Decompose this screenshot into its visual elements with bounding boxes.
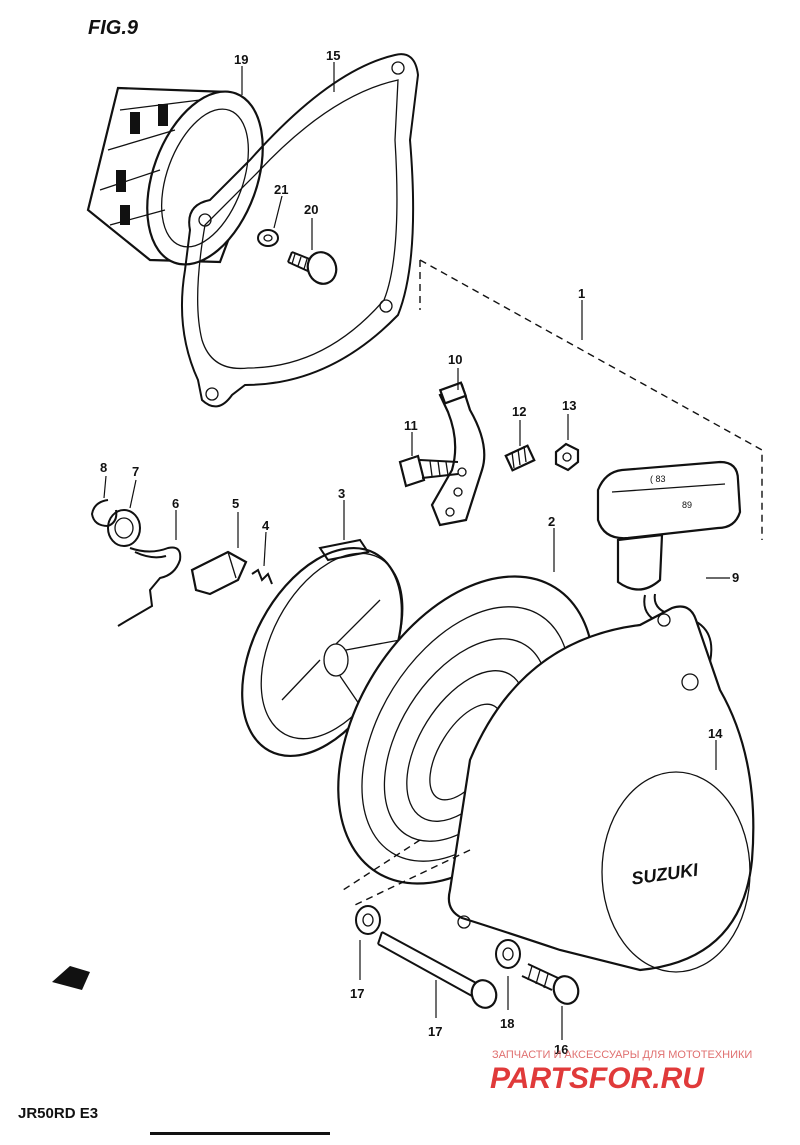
watermark-tagline: ЗАПЧАСТИ И АКСЕССУАРЫ ДЛЯ МОТОТЕХНИКИ [492,1049,752,1061]
part-11-bolt [398,454,459,488]
part-6-return-spring [117,546,182,627]
part-15-gasket [181,53,420,408]
part-14-starter-cover: SUZUKI [447,605,755,973]
label-10: 10 [448,352,462,367]
part-7-washer [107,509,141,547]
part-20-screw [287,251,338,285]
label-4: 4 [262,518,270,533]
label-19: 19 [234,52,248,67]
part-8-circlip [90,499,118,528]
label-13: 13 [562,398,576,413]
label-2: 2 [548,514,555,529]
svg-text:( 83: ( 83 [650,474,666,484]
label-18-left: 17 [350,986,364,1001]
part-18-washer-right [495,939,521,969]
svg-text:89: 89 [682,500,692,510]
part-4-spring [251,568,273,585]
label-11: 11 [404,418,418,433]
label-1: 1 [578,286,585,301]
part-5-pawl [190,550,248,596]
model-code: JR50RD E3 [18,1105,98,1122]
label-21: 21 [274,182,288,197]
label-15: 15 [326,48,340,63]
part-9-starter-handle: ( 83 89 [596,460,742,683]
part-13-nut [554,442,580,472]
part-12-spring [504,444,536,472]
label-3: 3 [338,486,345,501]
label-8: 8 [100,460,107,475]
part-21-washer [257,229,279,247]
label-16: 16 [554,1042,568,1057]
part-16-screw [521,963,580,1005]
label-9: 9 [732,570,739,585]
part-19-cup [86,86,264,266]
label-6: 6 [172,496,179,511]
part-10-ratchet-plate [430,381,486,527]
label-14: 14 [708,726,723,741]
label-7: 7 [132,464,139,479]
part-number-labels: 19 15 21 20 1 10 11 12 13 8 7 6 5 4 3 2 … [100,48,739,1057]
label-18-right: 18 [500,1016,514,1031]
label-20: 20 [304,202,318,217]
watermark-brand: PARTSFOR.RU [490,1062,705,1095]
label-5: 5 [232,496,239,511]
front-arrow-icon [52,966,90,990]
label-12: 12 [512,404,526,419]
figure-title: FIG.9 [88,17,139,39]
part-18-washer-left [355,905,381,935]
part-17-long-bolt [377,931,498,1009]
label-17: 17 [428,1024,442,1039]
watermark: ЗАПЧАСТИ И АКСЕССУАРЫ ДЛЯ МОТОТЕХНИКИ PA… [490,1049,752,1095]
